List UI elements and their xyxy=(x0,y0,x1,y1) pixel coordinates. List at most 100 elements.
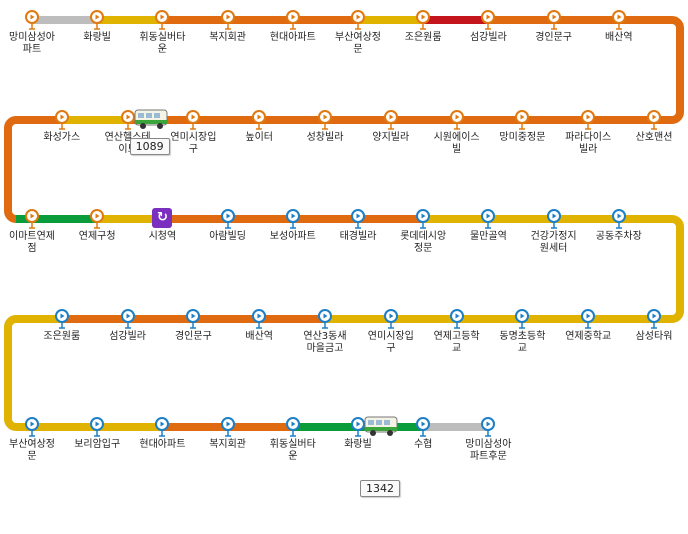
stop-name: 배산역 xyxy=(604,32,633,43)
stop-name: 부산여상정문 xyxy=(9,439,55,462)
stop-pin-icon xyxy=(351,10,365,30)
stop-pin-icon xyxy=(220,10,235,30)
stop-name: 연미시장입구 xyxy=(367,331,414,354)
stop-name: 섬강빌라 xyxy=(109,331,146,342)
stop-name: 연제중학교 xyxy=(565,331,612,342)
route-turn xyxy=(671,215,684,323)
route-turn xyxy=(3,315,17,431)
stop-pin-icon xyxy=(90,209,105,229)
stop-pin-icon xyxy=(252,309,267,329)
stop-pin-icon xyxy=(120,309,135,329)
stop-name: 복지회관 xyxy=(209,439,246,450)
stop-name: 화성가스 xyxy=(43,132,81,143)
stop-pin-icon xyxy=(647,110,661,130)
subway-icon: ↻ xyxy=(152,208,173,228)
stop-name: 연미시장입구 xyxy=(170,132,217,155)
stop-name: 부산여상정문 xyxy=(335,32,381,55)
stop-pin-icon xyxy=(416,10,431,30)
stop-pin-icon xyxy=(611,10,626,30)
stop-name: 망미삼성아파트후문 xyxy=(465,439,512,462)
stop-pin-icon xyxy=(155,417,170,437)
stop-name: 산호맨션 xyxy=(635,132,673,143)
stop-pin-icon xyxy=(220,417,235,437)
stop-pin-icon xyxy=(383,110,398,130)
bus-number-badge: 1342 xyxy=(360,480,400,497)
stop-pin-icon xyxy=(54,110,69,130)
stop-name: 시원에이스빌 xyxy=(433,132,480,155)
stop-name: 아람빌딩 xyxy=(209,231,246,242)
stop-pin-icon xyxy=(90,10,105,30)
stop-name: 양지빌라 xyxy=(372,132,410,143)
stop-pin-icon xyxy=(546,209,561,229)
stop-name: 현대아파트 xyxy=(139,439,186,450)
stop-name: 동명초등학교 xyxy=(499,331,546,354)
stop-pin-icon xyxy=(90,417,105,437)
stop-pin-icon xyxy=(449,309,464,329)
stop-name: 성창빌라 xyxy=(306,132,344,143)
stop-name: 물만골역 xyxy=(469,231,507,242)
stop-name: 섬강빌라 xyxy=(469,32,507,43)
stop-pin-icon xyxy=(25,209,39,229)
stop-name: 건강가정지원세터 xyxy=(530,231,577,254)
stop-pin-icon xyxy=(481,10,496,30)
stop-pin-icon xyxy=(285,417,300,437)
stop-pin-icon xyxy=(546,10,561,30)
stop-pin-icon xyxy=(383,309,398,329)
stop-pin-icon xyxy=(120,110,135,130)
stop-pin-icon xyxy=(515,309,530,329)
stop-pin-icon xyxy=(25,10,39,30)
stop-name: 수협 xyxy=(413,439,433,450)
bus-icon[interactable] xyxy=(134,108,168,130)
stop-name: 경인문구 xyxy=(174,331,212,342)
route-turn xyxy=(671,16,684,124)
stop-name: 휘동실버타운 xyxy=(139,32,186,55)
stop-name: 이마트연제점 xyxy=(9,231,55,254)
stop-pin-icon xyxy=(481,209,496,229)
stop-pin-icon xyxy=(186,110,201,130)
stop-pin-icon xyxy=(611,209,626,229)
stop-name: 망미중정문 xyxy=(499,132,546,143)
stop-name: 조은원룸 xyxy=(404,32,442,43)
stop-name: 보리암입구 xyxy=(74,439,121,450)
stop-name: 경인문구 xyxy=(535,32,572,43)
stop-name: 연산헬스테이트 xyxy=(104,132,151,155)
stop-name: 화랑빌 xyxy=(83,32,111,43)
stop-pin-icon xyxy=(220,209,235,229)
stop-name: 태경빌라 xyxy=(339,231,377,242)
stop-pin-icon xyxy=(647,309,661,329)
stop-pin-icon xyxy=(54,309,69,329)
stop-pin-icon xyxy=(416,209,431,229)
stop-name: 배산역 xyxy=(245,331,273,342)
stop-name: 높이터 xyxy=(245,132,273,143)
stop-name: 연산3동새마을금고 xyxy=(303,331,347,354)
stop-pin-icon xyxy=(155,10,170,30)
stop-pin-icon xyxy=(581,110,596,130)
stop-name: 연제구청 xyxy=(78,231,116,242)
stop-pin-icon xyxy=(581,309,596,329)
stop-pin-icon xyxy=(351,209,365,229)
stop-pin-icon xyxy=(481,417,496,437)
stop-name: 삼성타워 xyxy=(635,331,673,342)
stop-name: 공동주차장 xyxy=(595,231,642,242)
stop-pin-icon xyxy=(285,209,300,229)
stop-name: 시청역 xyxy=(148,231,177,242)
stop-name: 휘동실버타운 xyxy=(269,439,316,462)
stop-name: 파라다이스빌라 xyxy=(565,132,612,155)
stop-pin-icon xyxy=(252,110,267,130)
route-turn xyxy=(3,116,17,223)
stop-pin-icon xyxy=(449,110,464,130)
stop-pin-icon xyxy=(318,309,332,329)
stop-name: 보성아파트 xyxy=(269,231,316,242)
bus-icon[interactable] xyxy=(364,415,398,437)
stop-name: 롯데데시앙정문 xyxy=(400,231,447,254)
stop-pin-icon xyxy=(416,417,431,437)
stop-name: 현대아파트 xyxy=(269,32,316,43)
stop-pin-icon xyxy=(25,417,39,437)
stop-pin-icon xyxy=(186,309,201,329)
stop-pin-icon xyxy=(515,110,530,130)
stop-pin-icon xyxy=(318,110,332,130)
stop-name: 연제고등학교 xyxy=(433,331,480,354)
stop-name: 복지회관 xyxy=(209,32,246,43)
